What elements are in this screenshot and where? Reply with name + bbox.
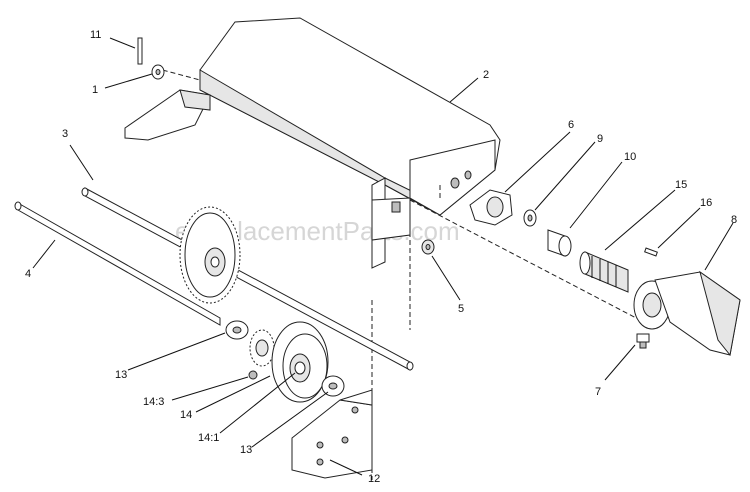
part-bracket (124, 89, 211, 141)
callout-16: 16 (700, 197, 712, 209)
leader-lines (32, 37, 734, 476)
callout-13-lower: 13 (240, 444, 252, 456)
part-13-bushing-lower (321, 375, 345, 397)
callout-14-3: 14:3 (143, 396, 164, 408)
part-11-pin (137, 37, 143, 65)
callout-8: 8 (731, 214, 737, 226)
callout-5: 5 (458, 303, 464, 315)
part-6-bearing-flange (469, 189, 513, 226)
part-2-housing (199, 17, 501, 269)
callout-13-upper: 13 (115, 369, 127, 381)
part-5-nut (421, 239, 435, 255)
callout-11: 11 (90, 29, 101, 41)
part-4-shaft (14, 201, 221, 326)
small-sprocket (249, 329, 275, 367)
callout-1: 1 (92, 84, 98, 96)
part-14-pulley (271, 321, 329, 403)
large-sprocket (179, 206, 241, 304)
part-7-screw (636, 333, 650, 349)
callout-2: 2 (483, 69, 489, 81)
callout-labels: 11 1 2 3 4 5 6 9 10 15 16 8 7 13 14:3 14… (25, 29, 737, 485)
callout-14: 14 (180, 409, 192, 421)
callout-14-1: 14:1 (198, 432, 219, 444)
part-10-bushing (547, 229, 572, 257)
part-14-3-set-screw (248, 370, 258, 380)
part-16-key (644, 247, 658, 257)
part-3-shaft (81, 187, 414, 371)
part-1-washer (151, 64, 165, 80)
callout-15: 15 (675, 179, 687, 191)
callout-6: 6 (568, 119, 574, 131)
part-9-washer (523, 209, 537, 227)
callout-9: 9 (597, 133, 603, 145)
part-13-bushing-upper (225, 320, 249, 340)
callout-12: 12 (368, 473, 380, 485)
callout-7: 7 (595, 386, 601, 398)
part-15-splined-coupler (579, 251, 629, 293)
callout-3: 3 (62, 128, 68, 140)
callout-4: 4 (25, 268, 31, 280)
part-8-arm (633, 270, 741, 357)
callout-10: 10 (624, 151, 636, 163)
part-12-plate (291, 389, 373, 479)
